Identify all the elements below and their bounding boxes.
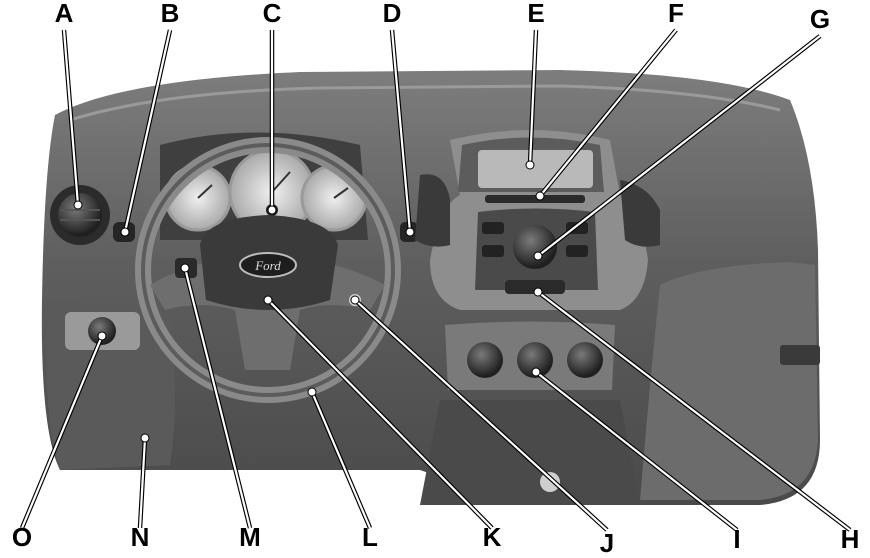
- callout-label-m: M: [239, 522, 261, 552]
- left-air-vent: [50, 185, 110, 245]
- callout-label-b: B: [161, 0, 180, 28]
- leader-dot-l: [308, 388, 316, 396]
- leader-dot-b: [121, 228, 129, 236]
- callout-label-d: D: [383, 0, 402, 28]
- callout-label-j: J: [600, 528, 614, 558]
- callout-label-a: A: [55, 0, 74, 28]
- callout-label-e: E: [527, 0, 544, 28]
- leader-dot-o: [98, 332, 106, 340]
- callout-label-i: I: [733, 524, 740, 554]
- leader-dot-m: [181, 264, 189, 272]
- leader-dot-a: [74, 201, 82, 209]
- leader-dot-e: [526, 161, 534, 169]
- callout-label-l: L: [362, 522, 378, 552]
- ford-logo: Ford: [254, 258, 281, 273]
- callout-label-f: F: [668, 0, 684, 28]
- leader-dot-h: [534, 288, 542, 296]
- headlamp-switch-panel: [65, 312, 140, 350]
- callout-label-g: G: [810, 4, 830, 34]
- leader-dot-n: [141, 434, 149, 442]
- callout-label-k: K: [483, 522, 502, 552]
- callout-label-c: C: [263, 0, 282, 28]
- callout-label-h: H: [841, 524, 860, 554]
- callout-label-o: O: [12, 522, 32, 552]
- leader-dot-k: [264, 296, 272, 304]
- leader-dot-f: [536, 192, 544, 200]
- leader-dot-d: [406, 228, 414, 236]
- leader-dot-c: [268, 206, 276, 214]
- leader-dot-g: [534, 252, 542, 260]
- leader-dot-i: [532, 368, 540, 376]
- leader-dot-j: [351, 296, 359, 304]
- callout-label-n: N: [131, 522, 150, 552]
